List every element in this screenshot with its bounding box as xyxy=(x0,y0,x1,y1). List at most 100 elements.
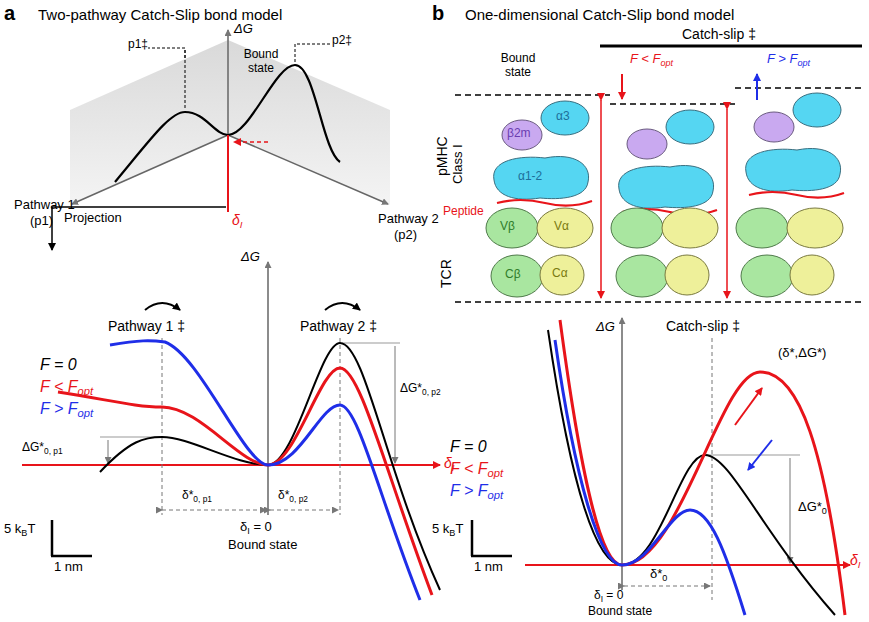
label-group: δ*0 xyxy=(650,567,667,583)
label-group: 5 kBT xyxy=(4,522,35,538)
label-group: Pathway 2 ‡ xyxy=(300,318,377,334)
text-label: 5 k xyxy=(432,521,449,536)
label-group: ΔG xyxy=(234,22,253,37)
label-group: Vα xyxy=(554,220,569,234)
text-label: Pathway 2 xyxy=(378,211,439,226)
text-label: F > F xyxy=(767,51,797,66)
text-label: Catch-slip ‡ xyxy=(666,318,740,334)
subscript-label: 0, p1 xyxy=(44,446,63,456)
text-label: ΔG* xyxy=(798,499,822,514)
text-label: T xyxy=(455,521,463,536)
subscript-label: I xyxy=(601,594,603,604)
label-group: δI = 0 xyxy=(594,589,623,604)
label-group: δ*0, p1 xyxy=(182,489,212,504)
label-group: ΔG*0 xyxy=(798,500,827,516)
text-label: Vβ xyxy=(500,219,515,233)
label-group: ΔG xyxy=(596,320,615,335)
text-label: (p1) xyxy=(30,213,53,228)
subscript-label: 0, p2 xyxy=(289,494,308,504)
text-label: T xyxy=(27,521,35,536)
label-group: One-dimensional Catch-Slip bond model xyxy=(465,6,734,23)
label-group: α1-2 xyxy=(518,170,542,184)
label-group: p1‡ xyxy=(128,38,148,52)
subscript-label: opt xyxy=(78,385,94,397)
text-label: α3 xyxy=(556,109,570,123)
label-group: Pathway 2 xyxy=(378,212,439,227)
subscript-label: opt xyxy=(488,467,504,479)
label-group: Two-pathway Catch-Slip bond model xyxy=(38,6,282,23)
label-group: Catch-slip ‡ xyxy=(666,318,740,334)
label-group: TCR xyxy=(438,259,454,288)
subscript-label: 0 xyxy=(662,573,667,583)
text-label: p2‡ xyxy=(332,33,352,47)
plane xyxy=(228,40,390,205)
subscript-label: I xyxy=(247,526,250,536)
text-label: ΔG* xyxy=(400,381,422,395)
label-group: Bound state xyxy=(238,48,284,76)
text-label: δ xyxy=(850,552,858,568)
subscript-label: I xyxy=(240,219,243,230)
label-group: Cβ xyxy=(505,268,521,282)
label-group: pMHC xyxy=(434,136,450,176)
label-group: δI xyxy=(850,552,861,570)
subscript-label: 0 xyxy=(822,506,827,516)
text-label: Vα xyxy=(554,219,569,233)
text-label: Projection xyxy=(64,210,122,225)
text-label: F > F xyxy=(40,400,78,417)
text-label: 1 nm xyxy=(54,559,83,574)
label-group: Class I xyxy=(451,144,466,184)
text-label: F = 0 xyxy=(450,438,487,455)
text-label: 1 nm xyxy=(474,559,503,574)
label-group: Projection xyxy=(64,211,122,226)
label-group: Bound state xyxy=(497,52,539,80)
subscript-label: opt xyxy=(660,58,673,68)
label-group: Cα xyxy=(552,267,568,281)
text-label: = 0 xyxy=(250,519,272,534)
label-group: ΔG*0, p1 xyxy=(22,441,63,456)
label-group: Catch-slip ‡ xyxy=(682,26,756,42)
text-label: Catch-slip ‡ xyxy=(682,26,756,42)
label-group: F = 0 xyxy=(450,438,487,456)
text-label: Bound state xyxy=(244,47,279,75)
subscript-label: opt xyxy=(797,58,810,68)
label-group: (p1) xyxy=(30,214,53,229)
label-group: p2‡ xyxy=(332,34,352,48)
text-label: pMHC xyxy=(434,136,450,176)
label-group: (p2) xyxy=(394,228,417,243)
label-group: Pathway 1 ‡ xyxy=(108,318,185,334)
label-group: b xyxy=(432,2,444,25)
plane xyxy=(70,40,228,205)
subscript-label: B xyxy=(449,528,455,538)
label-group: δI xyxy=(232,212,243,230)
text-label: β2m xyxy=(507,126,531,140)
label-group: F = 0 xyxy=(40,356,77,374)
label-group: Bound state xyxy=(588,605,652,619)
label-group: ΔG xyxy=(241,250,260,265)
text-label: (δ*,ΔG*) xyxy=(778,345,826,360)
label-group: Peptide xyxy=(443,205,484,219)
text-label: a xyxy=(4,2,15,24)
text-label: b xyxy=(432,2,444,24)
subscript-label: opt xyxy=(78,407,94,419)
text-label: ΔG* xyxy=(22,440,44,454)
label-group: 5 kBT xyxy=(432,522,463,538)
text-label: Cβ xyxy=(505,267,521,281)
text-label: Bound state xyxy=(501,51,536,79)
subscript-label: 0, p2 xyxy=(422,387,441,397)
text-label: Pathway 1 xyxy=(14,197,75,212)
label-group: a xyxy=(4,2,15,25)
text-label: p1‡ xyxy=(128,37,148,51)
label-group: α3 xyxy=(556,110,570,124)
label-group: β2m xyxy=(507,127,531,141)
label-group: 1 nm xyxy=(54,560,83,575)
text-label: α1-2 xyxy=(518,169,542,183)
text-label: One-dimensional Catch-Slip bond model xyxy=(465,6,734,23)
label-group: F > Fopt xyxy=(450,482,503,502)
text-label: TCR xyxy=(438,259,454,288)
text-label: Bound state xyxy=(588,604,652,618)
text-label: Pathway 2 ‡ xyxy=(300,318,377,334)
text-label: ΔG xyxy=(596,319,615,334)
subscript-label: B xyxy=(21,528,27,538)
text-label: δ xyxy=(240,519,247,534)
text-label: F < F xyxy=(630,51,660,66)
